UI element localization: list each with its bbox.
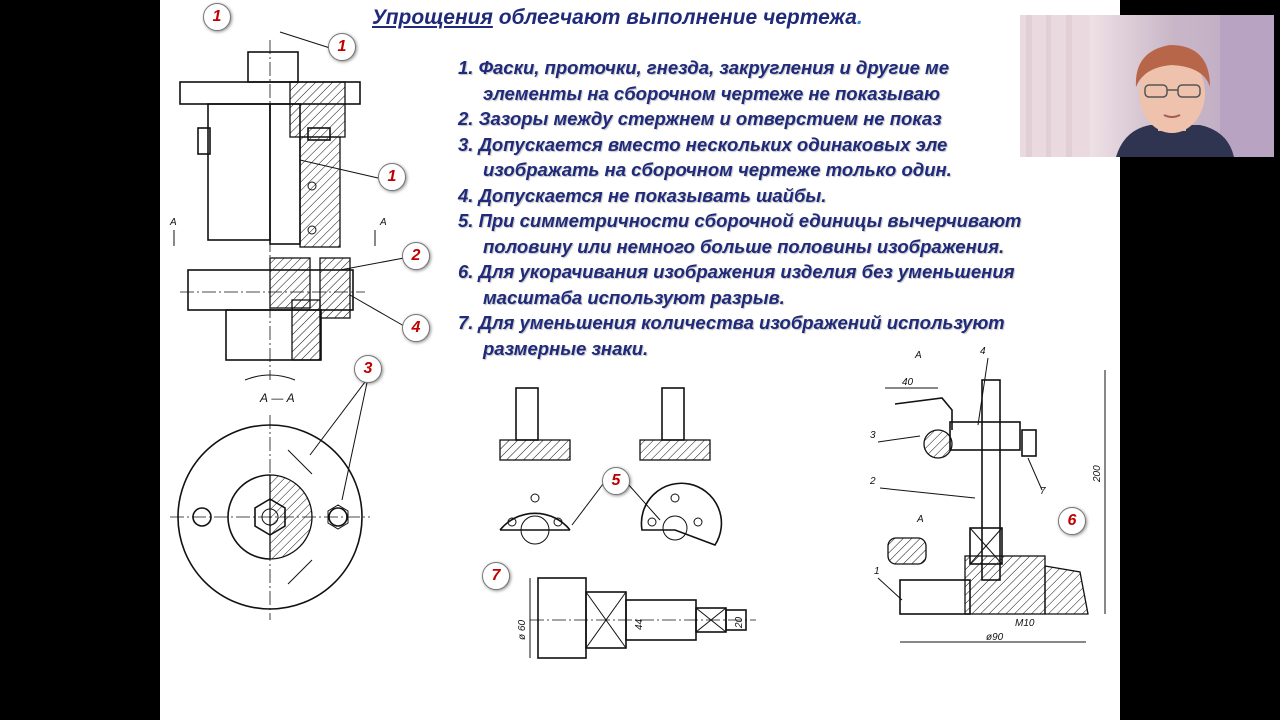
callout-3: 3	[354, 355, 382, 383]
dim-20: 20	[734, 616, 745, 629]
presenter-image	[1020, 15, 1274, 157]
title-rest: облегчают выполнение чертежа	[492, 6, 857, 29]
slide-title: Упрощения облегчают выполнение чертежа.	[372, 6, 863, 30]
part-num-3: 3	[870, 430, 876, 441]
dim-d90: ø90	[986, 632, 1004, 643]
list-item: половину или немного больше половины изо…	[483, 235, 1005, 257]
label-a-left: А	[169, 217, 177, 228]
list-item: 5. При симметричности сборочной единицы …	[458, 210, 1022, 231]
symmetry-drawing	[499, 387, 723, 546]
dim-d60: ø 60	[517, 620, 528, 640]
list-item: 2. Зазоры между стержнем и отверстием не…	[458, 108, 942, 129]
callout-1c: 1	[378, 163, 406, 191]
title-underlined: Упрощения	[372, 6, 493, 29]
assembly-drawing: А А	[169, 31, 405, 381]
list-item: 6. Для укорачивания изображения изделия …	[458, 261, 1015, 282]
callout-1a: 1	[203, 3, 231, 31]
list-item: 3. Допускается вместо нескольких одинако…	[458, 133, 948, 155]
presenter-webcam	[1020, 15, 1274, 157]
callout-7: 7	[482, 562, 510, 590]
callout-5: 5	[602, 467, 630, 495]
title-dot: .	[856, 6, 863, 29]
list-item: масштаба используют разрыв.	[483, 286, 785, 308]
section-drawing: А — А	[170, 377, 370, 620]
list-item: изображать на сборочном чертеже только о…	[483, 159, 952, 180]
callout-6: 6	[1058, 507, 1086, 535]
part-num-1: 1	[874, 566, 880, 577]
stand-drawing: А 40 ø90 M10 200 А 1 2 3 4 7	[869, 346, 1106, 643]
list-item: элементы на сборочном чертеже не показыв…	[483, 82, 940, 104]
label-a-top: А	[914, 350, 922, 361]
label-a-mid: А	[916, 514, 924, 525]
list-item: 4. Допускается не показывать шайбы.	[458, 184, 827, 206]
list-item: размерные знаки.	[483, 337, 649, 359]
part-num-4: 4	[980, 346, 986, 357]
part-num-2: 2	[869, 476, 876, 487]
list-item: 7. Для уменьшения количества изображений…	[458, 312, 1005, 333]
label-a-right: А	[379, 217, 387, 228]
callout-2: 2	[402, 242, 430, 270]
rules-list: 1. Фаски, проточки, гнезда, закругления …	[458, 55, 1120, 361]
callout-4: 4	[402, 314, 430, 342]
section-label: А — А	[259, 391, 295, 405]
shaft-drawing: ø 60 44 20	[517, 577, 756, 659]
slide: Упрощения облегчают выполнение чертежа. …	[160, 0, 1120, 720]
callout-1b: 1	[328, 33, 356, 61]
part-num-7: 7	[1040, 486, 1046, 497]
list-item: 1. Фаски, проточки, гнезда, закругления …	[458, 57, 950, 78]
dim-44: 44	[634, 618, 645, 630]
dim-200: 200	[1092, 465, 1103, 483]
technical-drawings: А А А — А	[169, 31, 1106, 659]
dim-40: 40	[902, 377, 914, 388]
dim-m10: M10	[1015, 618, 1035, 629]
